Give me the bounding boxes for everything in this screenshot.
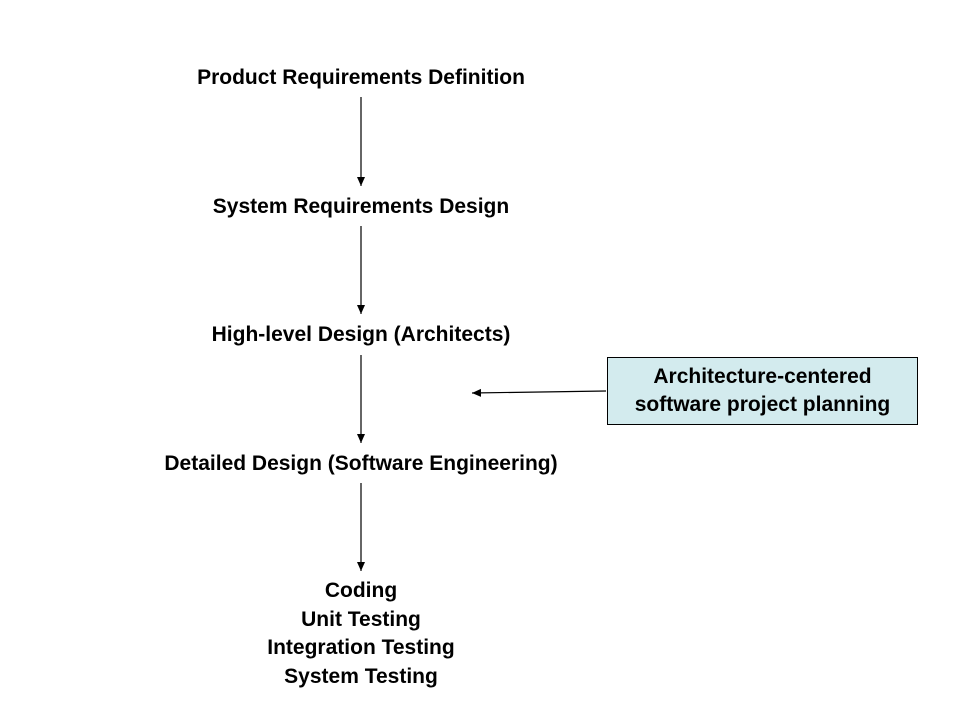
step-product-requirements: Product Requirements Definition [197, 66, 525, 89]
note-line-2: software project planning [634, 393, 891, 416]
step-high-level-design: High-level Design (Architects) [211, 323, 511, 346]
step-system-requirements: System Requirements Design [212, 195, 510, 218]
implementation-testing-block: Coding Unit Testing Integration Testing … [267, 577, 454, 691]
final-line-unit-testing: Unit Testing [301, 607, 421, 631]
step-detailed-design: Detailed Design (Software Engineering) [164, 452, 558, 475]
final-line-integration-testing: Integration Testing [267, 636, 455, 659]
final-line-coding: Coding [324, 579, 398, 602]
architecture-planning-note: Architecture-centered software project p… [607, 357, 918, 425]
arrow-note-to-flow [471, 388, 607, 397]
final-line-system-testing: System Testing [284, 664, 438, 688]
note-line-1: Architecture-centered [653, 365, 872, 388]
